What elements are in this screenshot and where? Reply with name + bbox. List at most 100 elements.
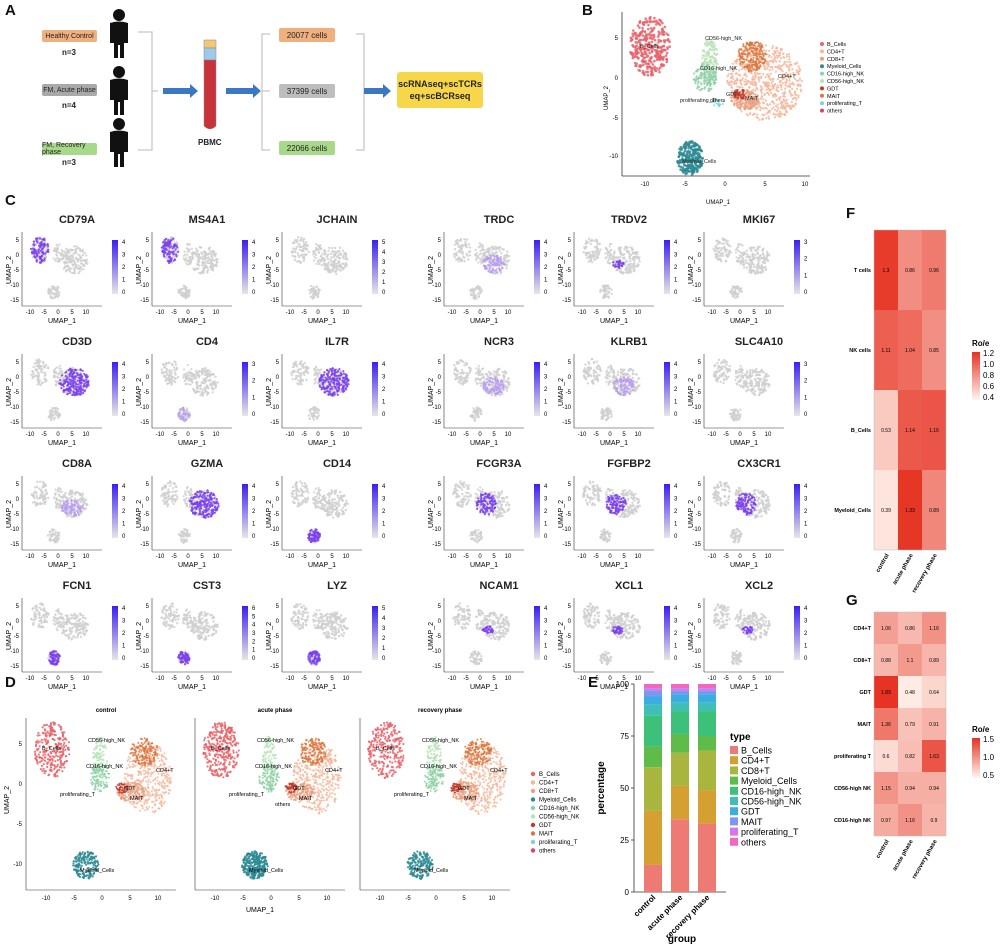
c-colorbar [534, 362, 540, 416]
c-scale-tick: 2 [252, 639, 256, 645]
c-scale-tick: 2 [804, 509, 808, 515]
e-bar-segment [644, 715, 662, 747]
seq-line-2: eq+scBCRseq [409, 91, 471, 101]
c-ytick: -10 [692, 527, 701, 533]
c-scale-tick: 3 [252, 253, 256, 259]
c-ylabel: UMAP_2 [266, 256, 273, 284]
d-legend-label: CD8+T [539, 789, 559, 795]
c-ytick: -15 [562, 420, 571, 426]
c-scale-tick: 3 [382, 497, 386, 503]
c-xtick: 10 [343, 310, 350, 316]
c-xtick: 5 [622, 554, 626, 560]
c-scale-tick: 2 [544, 387, 548, 393]
c-xtick: -10 [26, 554, 35, 560]
c-hi [307, 650, 321, 666]
heat-value: 0.94 [905, 786, 915, 792]
heat-row-label: CD56-high NK [834, 786, 871, 792]
c-scale-tick: 2 [674, 631, 678, 637]
d-xtick: 10 [155, 896, 162, 902]
b-legend-swatch [820, 101, 824, 106]
c-ytick: -15 [270, 298, 279, 304]
c-bg-nk [53, 487, 64, 510]
heat-value: 1.3 [883, 268, 890, 274]
c-scale-tick: 0 [122, 656, 126, 662]
c-colorbar [794, 362, 800, 416]
c-xtick: 10 [213, 310, 220, 316]
c-scale-tick: 4 [382, 250, 386, 256]
heat-scale-tick: 1.0 [983, 753, 995, 762]
e-bar-segment [644, 690, 662, 697]
c-points [30, 480, 89, 544]
arrow-to-seq [364, 84, 391, 98]
c-bg-t [741, 367, 771, 397]
c-xlabel: UMAP_1 [48, 318, 76, 325]
c-scale-tick: 0 [674, 534, 678, 540]
heat-cell [874, 230, 898, 310]
d-legend-label: MAIT [539, 832, 554, 838]
c-hi [741, 625, 754, 635]
c-bg-my [599, 528, 612, 543]
c-colorbar [534, 606, 540, 660]
c-ylabel: UMAP_2 [558, 622, 565, 650]
c-ytick: 5 [146, 482, 150, 488]
b-xlabel: UMAP_1 [706, 200, 731, 206]
c-xtick: -10 [26, 310, 35, 316]
e-bar-segment [698, 736, 716, 751]
c-ytick: -10 [432, 527, 441, 533]
d-ytick: 0 [19, 782, 23, 788]
c-xtick: -10 [708, 676, 717, 682]
d-points: B_CellsCD56-high_NKCD16-high_NKCD4+Tprol… [33, 721, 174, 880]
heat-scale-tick: 1.5 [983, 735, 995, 744]
c-scale-tick: 2 [122, 631, 126, 637]
c-xtick: 10 [213, 554, 220, 560]
c-bg-my [599, 284, 613, 300]
c-xlabel: UMAP_1 [730, 318, 758, 325]
b-ytick: 5 [615, 36, 619, 42]
c-ytick: 0 [568, 375, 572, 381]
c-xtick: 10 [505, 554, 512, 560]
c-ytick: 0 [276, 619, 280, 625]
c-scale-tick: 3 [804, 240, 808, 246]
c-scale-tick: 2 [674, 509, 678, 515]
c-xtick: 0 [738, 676, 742, 682]
c-ylabel: UMAP_2 [136, 622, 143, 650]
d-legend-swatch [530, 831, 536, 836]
e-legend-swatch [730, 837, 738, 846]
c-scale-tick: 1 [122, 278, 126, 284]
heat-row-label: CD4+T [853, 626, 871, 632]
heat-legend-title: Ro/e [972, 339, 990, 348]
c-ytick: -5 [566, 512, 572, 518]
c-ytick: -5 [696, 268, 702, 274]
c-points [290, 480, 349, 544]
c-ytick: 0 [16, 619, 20, 625]
c-scale-tick: 1 [544, 400, 548, 406]
group-box-acute: FM, Acute phase [42, 84, 97, 96]
c-ytick: -15 [270, 542, 279, 548]
e-bar-segment [671, 688, 689, 691]
group-box-recovery: FM, Recovery phase [42, 142, 97, 156]
c-ytick: -10 [140, 649, 149, 655]
c-ytick: 0 [438, 497, 442, 503]
c-ylabel: UMAP_2 [136, 256, 143, 284]
c-bg-b [452, 602, 472, 630]
d-cluster-label: proliferating_T [60, 792, 96, 798]
c-ytick: 5 [146, 604, 150, 610]
b-cluster-myeloid [676, 140, 704, 176]
c-scale-tick: 1 [382, 646, 386, 652]
c-scale-tick: 1 [674, 400, 678, 406]
d-bcells [33, 721, 71, 778]
c-ytick: -15 [432, 664, 441, 670]
d-legend-label: CD56-high_NK [539, 815, 579, 821]
heat-row-label: GDT [859, 690, 871, 696]
e-bar-segment [671, 684, 689, 689]
c-xtick: 10 [343, 676, 350, 682]
gene-title: GZMA [190, 458, 224, 470]
c-ytick: 0 [698, 253, 702, 259]
d-xtick: 10 [489, 896, 496, 902]
d-xtick: 5 [128, 896, 132, 902]
c-xtick: 5 [752, 554, 756, 560]
